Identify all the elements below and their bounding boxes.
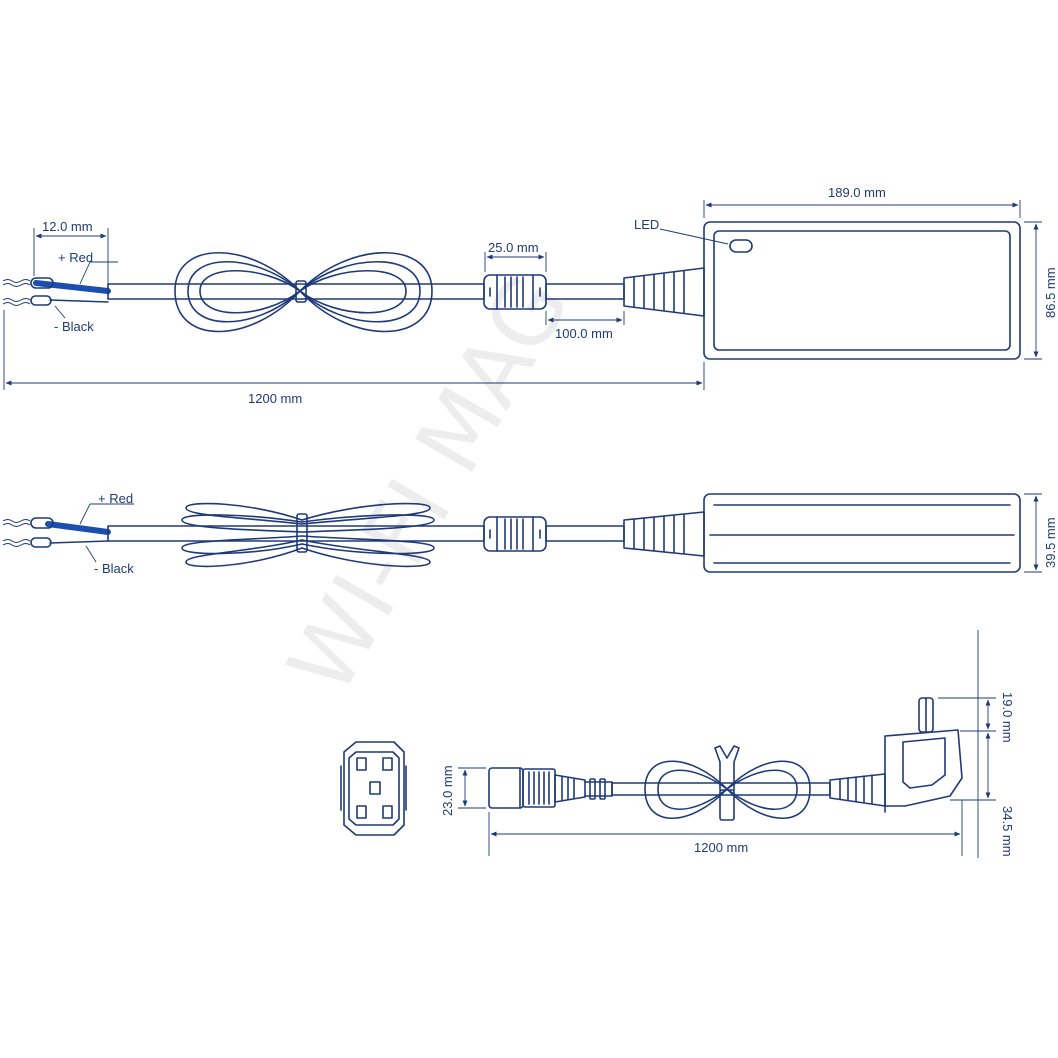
cable-coil-top	[174, 252, 433, 333]
strain-relief-top	[623, 267, 705, 317]
strip-length-label: 12.0 mm	[42, 219, 93, 234]
strain-relief-side	[623, 511, 705, 557]
dc-cable-length-label: 1200 mm	[248, 391, 302, 406]
plus-red-label-top: + Red	[58, 250, 93, 265]
body-length-label: 189.0 mm	[828, 185, 886, 200]
body-width-label: 86.5 mm	[1043, 267, 1058, 318]
cable-coil-side	[181, 502, 435, 568]
wire-strands-side	[2, 519, 31, 547]
ac-cord-view: 23.0 mm 1200 mm 19.0 mm 34.5 mm	[340, 630, 1015, 858]
ferrite-offset-label: 100.0 mm	[555, 326, 613, 341]
plus-red-label-side: + Red	[98, 491, 133, 506]
plug-bottom-label: 34.5 mm	[1000, 806, 1015, 857]
ac-cable-length-label: 1200 mm	[694, 840, 748, 855]
body-height-label: 39.5 mm	[1043, 517, 1058, 568]
black-wire-top	[49, 299, 109, 303]
dc-cable-end-side	[545, 525, 625, 542]
svg-text:WI-FI MAG: WI-FI MAG	[268, 258, 590, 711]
c13-connector-face	[340, 741, 407, 836]
top-view: LED 12.0 mm + Red - Black 25.0 mm 100.0 …	[2, 185, 1058, 406]
black-wire-side	[49, 540, 109, 544]
adapter-body-side	[703, 493, 1021, 573]
minus-black-label-top: - Black	[54, 319, 94, 334]
black-ferrule-top	[30, 295, 52, 306]
wire-strands-top	[2, 279, 31, 306]
minus-black-label-side: - Black	[94, 561, 134, 576]
red-ferrule-top	[30, 277, 54, 289]
led-label: LED	[634, 217, 659, 232]
watermark: WI-FI MAG	[268, 258, 590, 711]
schuko-plug-side	[829, 697, 963, 813]
ferrite-length-label: 25.0 mm	[488, 240, 539, 255]
ferrite-core-side	[483, 516, 547, 552]
adapter-body-top	[703, 221, 1021, 360]
red-ferrule-side	[30, 517, 54, 529]
led-indicator	[729, 239, 753, 253]
plug-top-label: 19.0 mm	[1000, 692, 1015, 743]
red-wire-top	[33, 280, 111, 294]
red-wire-side	[45, 521, 111, 535]
c13-connector-side	[488, 767, 613, 809]
black-ferrule-side	[30, 537, 52, 548]
c13-height-label: 23.0 mm	[440, 765, 455, 816]
ac-cable-coil	[644, 745, 811, 821]
side-view: + Red - Black 39.5 mm	[2, 491, 1058, 576]
